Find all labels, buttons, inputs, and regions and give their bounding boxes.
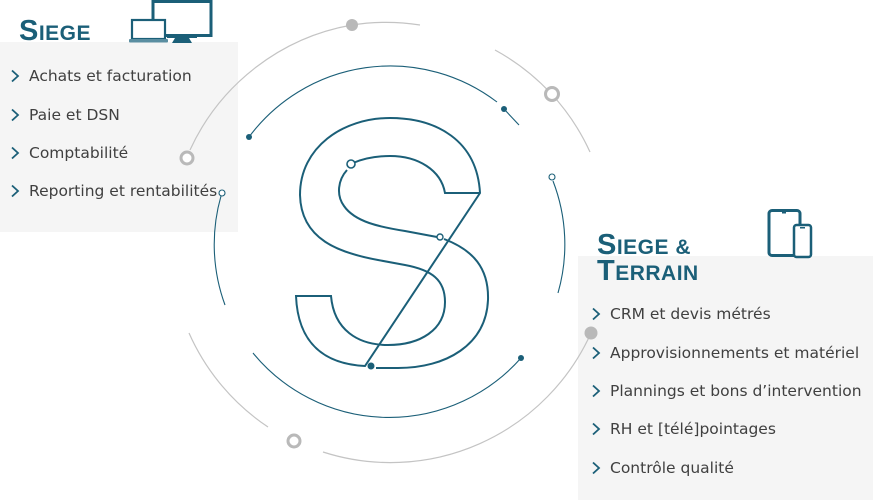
list-item-label: CRM et devis métrés: [610, 305, 771, 324]
left-panel: [0, 42, 238, 232]
list-item-label: Plannings et bons d’intervention: [610, 381, 862, 400]
gray-ring-node: [544, 86, 560, 102]
list-item-label: Comptabilité: [29, 143, 129, 162]
list-item: Achats et facturation: [10, 57, 217, 95]
list-item: Comptabilité: [10, 134, 217, 172]
chevron-right-icon: [11, 108, 20, 121]
s-logo-icon: [294, 116, 490, 369]
list-item: Paie et DSN: [10, 95, 217, 133]
gray-ring-node: [179, 150, 195, 166]
siege-title: SIEGE: [19, 15, 92, 47]
chevron-right-icon: [592, 308, 601, 321]
desktop-laptop-icon: [129, 0, 213, 43]
list-item: Approvisionnements et matériel: [591, 333, 862, 371]
tablet-phone-icon: [767, 209, 813, 259]
title-line-2: TERRAIN: [597, 255, 699, 287]
chevron-right-icon: [11, 185, 20, 198]
siege-feature-list: Achats et facturation Paie et DSN Compta…: [10, 57, 217, 211]
gray-node: [346, 19, 358, 31]
chevron-right-icon: [11, 146, 20, 160]
list-item-label: RH et [télé]pointages: [610, 420, 776, 439]
siege-terrain-feature-list: CRM et devis métrés Approvisionnements e…: [591, 295, 862, 487]
right-panel: [578, 256, 873, 500]
title-line-1: SIEGE &: [597, 229, 692, 261]
chevron-right-icon: [592, 346, 601, 359]
list-item-label: Paie et DSN: [29, 105, 120, 124]
list-item: Reporting et rentabilités: [10, 172, 217, 210]
chevron-right-icon: [11, 70, 20, 83]
chevron-right-icon: [592, 423, 601, 436]
list-item-label: Contrôle qualité: [610, 458, 734, 477]
list-item: CRM et devis métrés: [591, 295, 862, 333]
chevron-right-icon: [592, 384, 601, 398]
list-item: Contrôle qualité: [591, 449, 862, 487]
gray-ring-node: [286, 433, 302, 449]
list-item: RH et [télé]pointages: [591, 410, 862, 448]
list-item-label: Reporting et rentabilités: [29, 182, 218, 201]
siege-terrain-title: SIEGE & TERRAIN: [597, 229, 699, 287]
list-item-label: Achats et facturation: [29, 67, 192, 86]
chevron-right-icon: [592, 461, 601, 474]
list-item-label: Approvisionnements et matériel: [610, 343, 860, 362]
list-item: Plannings et bons d’intervention: [591, 372, 862, 410]
gray-node: [584, 326, 598, 340]
